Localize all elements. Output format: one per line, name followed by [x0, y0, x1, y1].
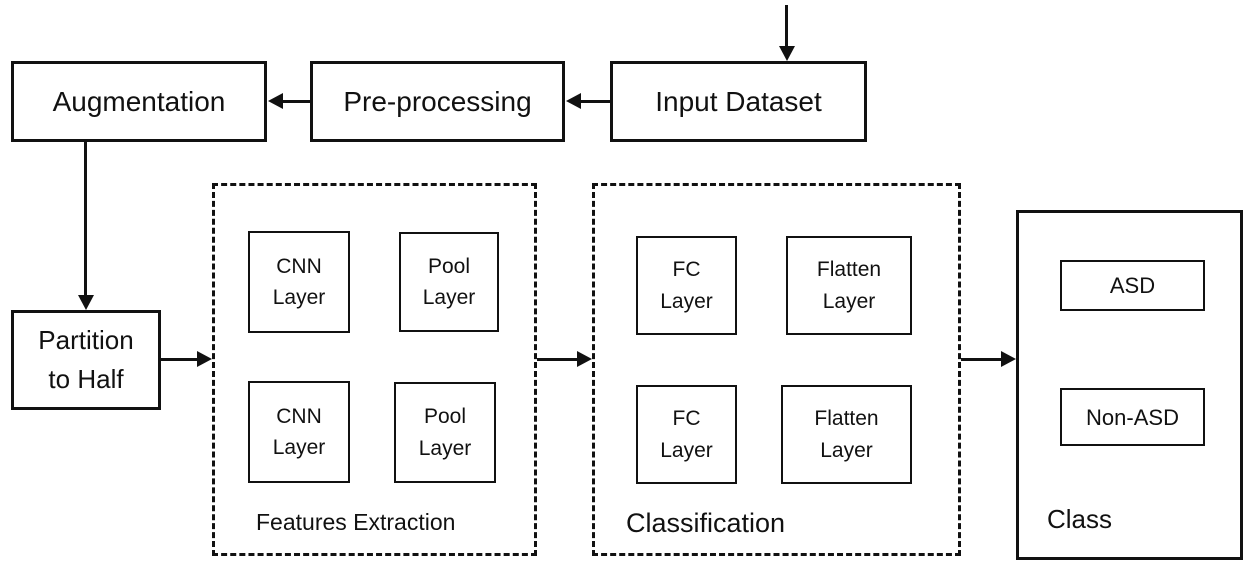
arrow-features-to-classification-line: [537, 358, 577, 361]
arrowhead-right-icon: [197, 351, 212, 367]
arrow-input-to-preprocessing-line: [581, 100, 610, 103]
node-flatten-layer-bottom: Flatten Layer: [781, 385, 912, 484]
node-pool-layer-bottom: Pool Layer: [394, 382, 496, 483]
node-preprocessing: Pre-processing: [310, 61, 565, 142]
arrowhead-down-icon: [779, 46, 795, 61]
node-augmentation: Augmentation: [11, 61, 267, 142]
node-cnn-layer-bottom: CNN Layer: [248, 381, 350, 483]
node-input-dataset: Input Dataset: [610, 61, 867, 142]
arrow-partition-to-features-line: [161, 358, 197, 361]
arrow-classification-to-class-line: [961, 358, 1001, 361]
arrowhead-right-icon: [1001, 351, 1016, 367]
group-classification: FC Layer Flatten Layer FC Layer Flatten …: [592, 183, 961, 556]
arrow-into-input-dataset-line: [785, 5, 788, 46]
node-asd: ASD: [1060, 260, 1205, 311]
group-features-extraction: CNN Layer Pool Layer CNN Layer Pool Laye…: [212, 183, 537, 556]
arrow-augmentation-to-partition-line: [84, 141, 87, 295]
node-fc-layer-top: FC Layer: [636, 236, 737, 335]
arrowhead-left-icon: [268, 93, 283, 109]
node-non-asd: Non-ASD: [1060, 388, 1205, 446]
arrowhead-left-icon: [566, 93, 581, 109]
arrowhead-down-icon: [78, 295, 94, 310]
group-class-output: ASD Non-ASD Class: [1016, 210, 1243, 560]
arrowhead-right-icon: [577, 351, 592, 367]
node-partition-to-half: Partition to Half: [11, 310, 161, 410]
features-extraction-caption: Features Extraction: [256, 509, 456, 535]
node-fc-layer-bottom: FC Layer: [636, 385, 737, 484]
node-pool-layer-top: Pool Layer: [399, 232, 499, 332]
arrow-preprocessing-to-augmentation-line: [283, 100, 310, 103]
classification-caption: Classification: [626, 508, 786, 538]
node-flatten-layer-top: Flatten Layer: [786, 236, 912, 335]
class-caption: Class: [1047, 504, 1113, 534]
node-cnn-layer-top: CNN Layer: [248, 231, 350, 333]
